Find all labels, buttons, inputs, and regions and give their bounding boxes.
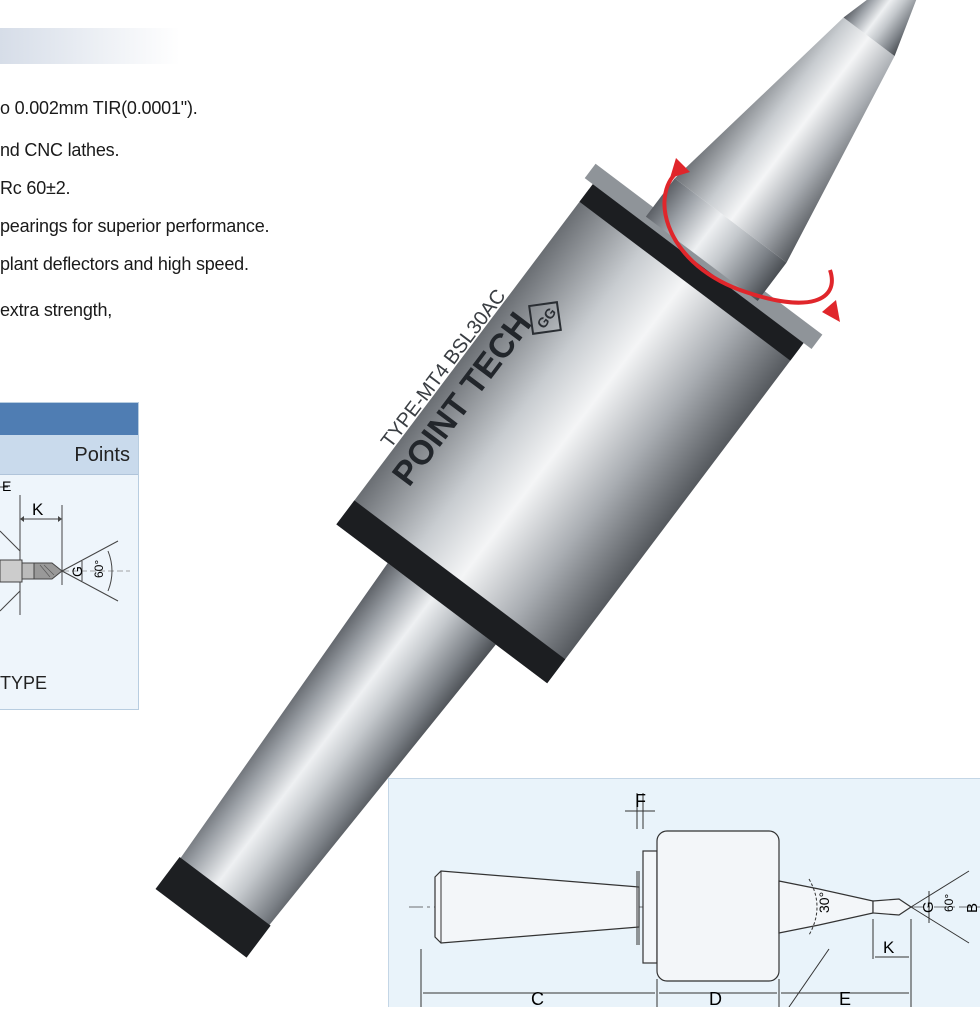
angle-30-dimension: 30° bbox=[816, 892, 832, 913]
k-label: K bbox=[32, 500, 44, 519]
feature-line-5: plant deflectors and high speed. bbox=[0, 254, 249, 274]
feature-line-2: nd CNC lathes. bbox=[0, 140, 120, 160]
feature-line-6: extra strength, bbox=[0, 300, 113, 320]
e-label-partial: E bbox=[2, 478, 11, 494]
k-dimension-label: K bbox=[883, 938, 895, 957]
b-dimension-label: B bbox=[964, 903, 980, 913]
feature-line-1: o 0.002mm TIR(0.0001"). bbox=[0, 98, 198, 118]
points-spec-panel: Points K E G 60° TYPE bbox=[0, 402, 139, 710]
d-dimension-label: D bbox=[709, 989, 722, 1007]
angle-60-label: 60° bbox=[92, 560, 106, 578]
feature-line-3: Rc 60±2. bbox=[0, 178, 71, 198]
dimension-drawing-panel: F G 60° B 30° K C D E bbox=[388, 778, 980, 1009]
section-header-bar bbox=[0, 28, 180, 64]
e-dimension-label: E bbox=[839, 989, 851, 1007]
panel-subheader: Points bbox=[0, 435, 138, 475]
panel-header bbox=[0, 403, 138, 435]
technical-drawing: F G 60° B 30° K C D E bbox=[409, 791, 980, 1009]
f-dimension-label: F bbox=[635, 791, 646, 811]
g-dimension-label: G bbox=[920, 901, 937, 913]
point-type-diagram: K E G 60° bbox=[0, 478, 130, 615]
angle-60-dimension: 60° bbox=[942, 894, 956, 912]
g-label: G bbox=[69, 566, 85, 577]
rotation-arrow-icon bbox=[662, 158, 840, 322]
feature-line-4: pearings for superior performance. bbox=[0, 216, 270, 236]
c-dimension-label: C bbox=[531, 989, 544, 1007]
type-label: TYPE bbox=[0, 673, 48, 693]
